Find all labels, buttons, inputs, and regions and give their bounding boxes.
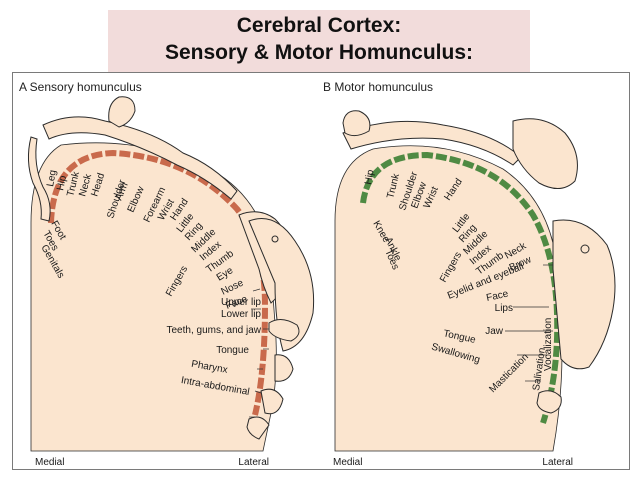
title-box: Cerebral Cortex: Sensory & Motor Homuncu… bbox=[108, 10, 530, 72]
sensory-eye-icon bbox=[271, 235, 279, 243]
sensory-label-tongue: Tongue bbox=[216, 345, 249, 356]
sensory-label-upper-lip: Upper lip bbox=[221, 297, 261, 308]
sensory-panel-title: A Sensory homunculus bbox=[19, 80, 142, 94]
motor-cortex-section bbox=[334, 145, 563, 452]
motor-strip bbox=[360, 151, 561, 424]
homunculus-figure: A Sensory homunculus bbox=[12, 72, 630, 470]
motor-label-vocalization: Vocalization bbox=[543, 318, 554, 371]
motor-tongue bbox=[536, 390, 562, 414]
sensory-homunculus-body bbox=[27, 96, 315, 440]
sensory-label-lower-lip: Lower lip bbox=[221, 309, 261, 320]
sensory-jaw bbox=[274, 354, 294, 382]
motor-label-jaw: Jaw bbox=[485, 326, 504, 337]
motor-homunculus-body bbox=[342, 110, 616, 414]
sensory-medial-label: Medial bbox=[35, 457, 64, 468]
sensory-label-leg: Leg bbox=[45, 169, 59, 187]
motor-label-lips: Lips bbox=[495, 303, 513, 314]
motor-label-hip: Hip bbox=[363, 168, 377, 185]
homunculus-diagram: A Sensory homunculus bbox=[19, 80, 616, 468]
sensory-lips bbox=[268, 319, 300, 342]
motor-panel-title: B Motor homunculus bbox=[323, 80, 433, 94]
sensory-lateral-label: Lateral bbox=[238, 457, 269, 468]
motor-leader-lines bbox=[505, 264, 553, 382]
motor-panel: B Motor homunculus Hip Trunk Shoulder bbox=[323, 80, 616, 468]
motor-label-face: Face bbox=[485, 288, 509, 303]
sensory-label-teeth-gums-jaw: Teeth, gums, and jaw bbox=[167, 325, 262, 336]
motor-face bbox=[552, 219, 616, 370]
sensory-strip bbox=[48, 149, 269, 416]
sensory-trunk-arm bbox=[42, 116, 238, 200]
sensory-head bbox=[108, 96, 136, 128]
sensory-panel: A Sensory homunculus bbox=[19, 80, 315, 468]
motor-foot bbox=[342, 110, 371, 137]
motor-eye-icon bbox=[580, 244, 590, 254]
sensory-label-hip: Hip bbox=[55, 174, 69, 191]
title-line-2: Sensory & Motor Homunculus: bbox=[164, 41, 474, 64]
sensory-leader-lines bbox=[249, 288, 269, 418]
sensory-leg bbox=[27, 136, 51, 222]
motor-medial-label: Medial bbox=[333, 457, 362, 468]
motor-lateral-label: Lateral bbox=[542, 457, 573, 468]
motor-hand bbox=[512, 118, 578, 189]
title-line-1: Cerebral Cortex: bbox=[236, 14, 402, 37]
sensory-pharynx bbox=[246, 416, 270, 440]
sensory-tongue bbox=[260, 388, 284, 415]
